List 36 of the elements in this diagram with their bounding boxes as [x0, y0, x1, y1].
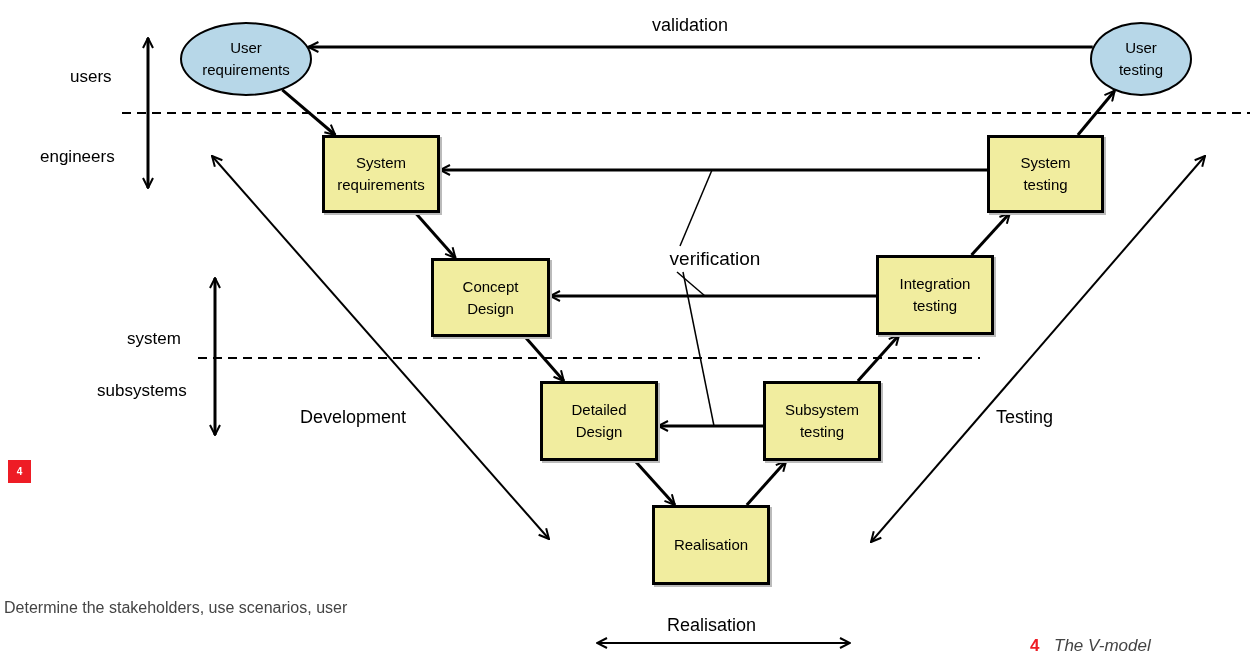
arrow — [414, 212, 457, 259]
process-box: Concept Design — [431, 258, 550, 337]
leader-line — [682, 271, 715, 427]
arrow — [439, 164, 987, 176]
process-box: Integration testing — [876, 255, 994, 335]
process-box: System testing — [987, 135, 1104, 213]
leader-line — [679, 169, 713, 247]
arrow — [307, 41, 1093, 53]
process-box: Subsystem testing — [763, 381, 881, 461]
figure-caption: The V-model — [1054, 635, 1151, 655]
figure-number-badge: 4 — [8, 460, 31, 483]
level-label: system — [127, 328, 181, 350]
arrow — [1076, 89, 1116, 136]
arrow — [524, 336, 565, 382]
body-text: Determine the stakeholders, use scenarios, user — [4, 598, 348, 618]
phase-label: Testing — [996, 406, 1054, 429]
arrow — [634, 460, 676, 506]
leader-line — [676, 271, 706, 297]
arrow — [970, 212, 1011, 256]
level-label: engineers — [40, 146, 115, 168]
arrow — [856, 334, 901, 382]
process-box: Realisation — [652, 505, 770, 585]
ellipse-node: User testing — [1090, 22, 1192, 96]
annotation-text: verification — [663, 246, 767, 272]
level-label: users — [70, 66, 112, 88]
level-label: subsystems — [97, 380, 187, 402]
phase-label: Development — [300, 406, 407, 429]
process-box: System requirements — [322, 135, 440, 213]
figure-number: 4 — [1030, 635, 1040, 655]
arrow — [281, 88, 337, 137]
arrow — [549, 290, 876, 302]
process-box: Detailed Design — [540, 381, 658, 461]
phase-label: Realisation — [667, 614, 757, 637]
ellipse-node: User requirements — [180, 22, 312, 96]
arrow — [657, 420, 763, 432]
arrow — [745, 460, 788, 506]
